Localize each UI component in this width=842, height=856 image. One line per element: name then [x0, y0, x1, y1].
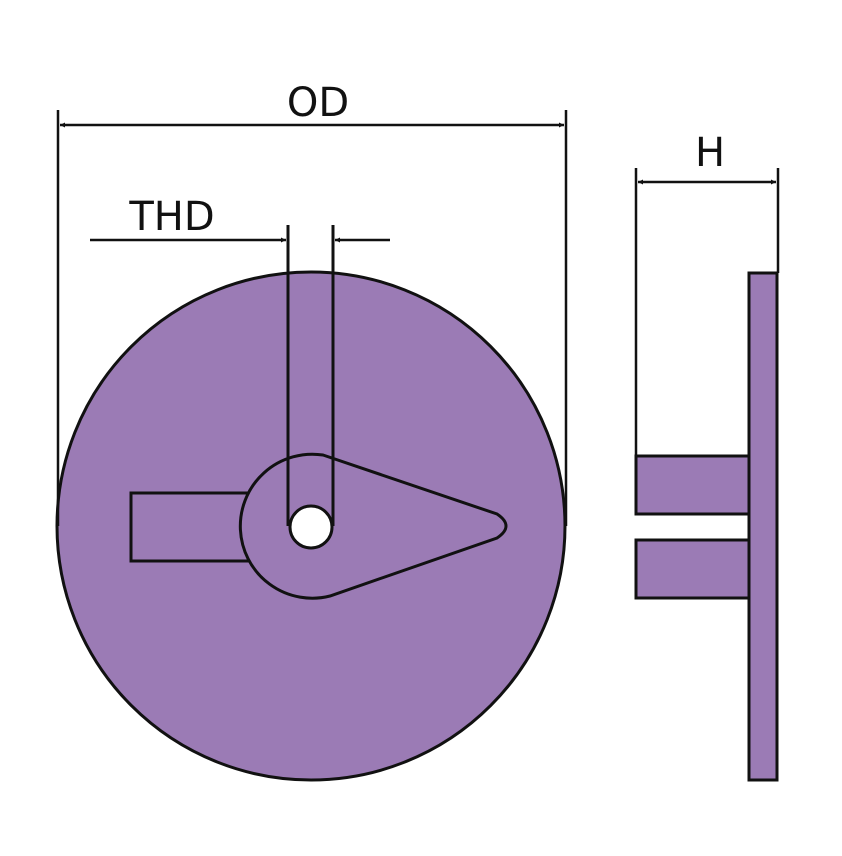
- teardrop-hub: [238, 452, 508, 600]
- hub-upper: [634, 454, 751, 516]
- h-label: H: [695, 130, 725, 176]
- tab-rectangle: [129, 491, 253, 563]
- thd-dimension: THD: [90, 194, 390, 243]
- mounting-hole: [288, 504, 334, 550]
- od-dimension: OD: [56, 80, 568, 526]
- plate: [747, 271, 779, 782]
- thd-label: THD: [128, 194, 214, 240]
- od-label: OD: [287, 80, 349, 126]
- hub-lower: [634, 538, 751, 600]
- front-view: [55, 225, 567, 782]
- side-view: [634, 271, 779, 782]
- h-dimension: H: [634, 130, 780, 456]
